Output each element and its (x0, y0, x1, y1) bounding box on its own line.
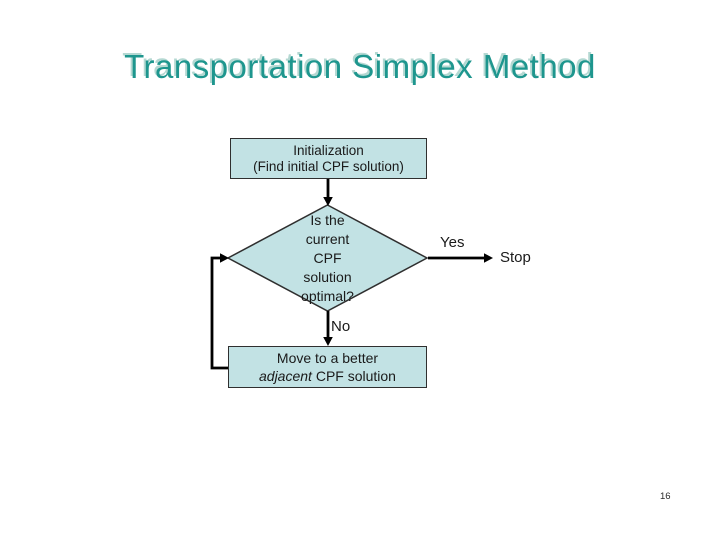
move-box-line2-rest: CPF solution (311, 368, 396, 384)
arrow-move-to-decision-loop (210, 253, 229, 370)
stop-label: Stop (500, 249, 531, 266)
decision-diamond-text: Is the current CPF solution optimal? (228, 205, 427, 311)
yes-branch-label: Yes (440, 234, 465, 251)
initialization-box-line2: (Find initial CPF solution) (253, 158, 404, 174)
page-number: 16 (660, 491, 671, 502)
move-box-line2-italic: adjacent (259, 368, 312, 384)
decision-line: current (305, 230, 350, 247)
decision-line: Is the (310, 211, 345, 228)
arrow-decision-to-stop (428, 253, 493, 263)
move-box-line2: adjacent CPF solution (259, 367, 396, 386)
decision-line: CPF (313, 249, 342, 266)
initialization-box-line1: Initialization (293, 142, 364, 158)
decision-line: optimal? (301, 287, 354, 304)
slide-title: Transportation Simplex Method (124, 48, 596, 85)
arrow-init-to-decision (323, 179, 333, 206)
move-box: Move to a better adjacent CPF solution (228, 346, 427, 388)
initialization-box: Initialization (Find initial CPF solutio… (230, 138, 427, 179)
decision-line: solution (303, 268, 352, 285)
no-branch-label: No (331, 318, 351, 335)
move-box-line1: Move to a better (276, 349, 379, 366)
